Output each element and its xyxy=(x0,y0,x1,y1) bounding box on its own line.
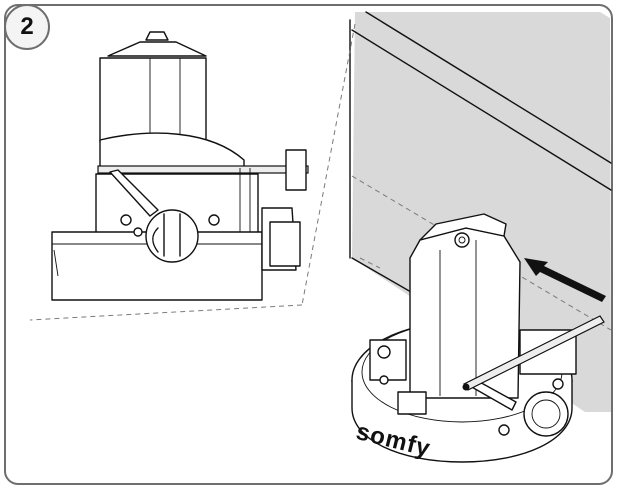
insertion-arrow xyxy=(524,258,606,302)
step-number-badge: 2 xyxy=(4,4,50,50)
release-knob-installed xyxy=(523,391,569,437)
wall-panel xyxy=(349,11,612,412)
illustration-frame xyxy=(4,4,613,485)
release-rod xyxy=(97,165,309,174)
release-knob xyxy=(145,209,199,263)
zoom-callout-lines xyxy=(29,23,356,321)
motor-installed-view xyxy=(351,213,606,463)
motor-detail-closeup xyxy=(51,31,309,301)
